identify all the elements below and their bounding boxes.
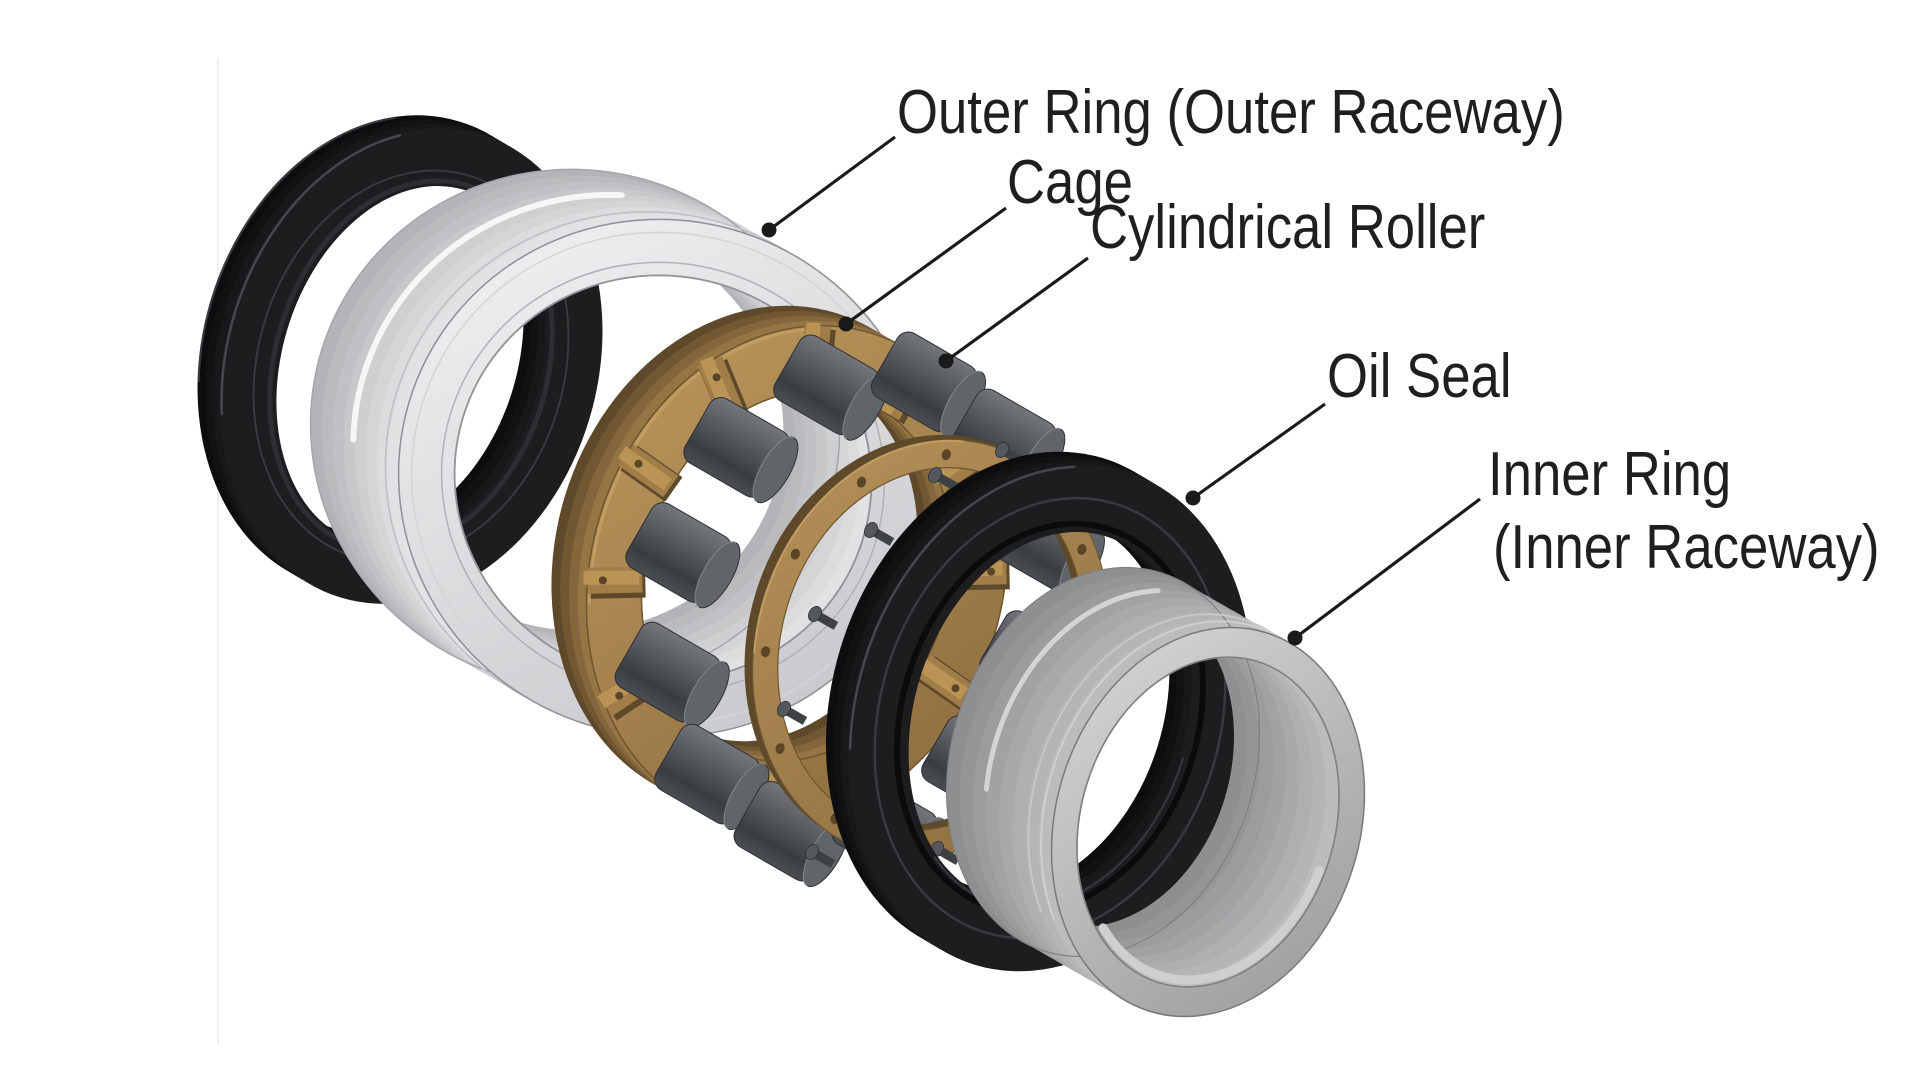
leader-lines	[761, 135, 1481, 646]
roller	[654, 723, 770, 830]
inner-ring-graphic	[945, 566, 1366, 1018]
oil-seal-graphic	[825, 451, 1253, 972]
label-cylindrical-roller: Cylindrical Roller	[1090, 193, 1486, 262]
label-inner-ring-line1: Inner Ring	[1488, 440, 1732, 509]
roller	[625, 502, 741, 609]
label-inner-ring-line2: (Inner Raceway)	[1493, 513, 1880, 582]
rear-seal-graphic	[197, 115, 603, 604]
label-cage: Cage	[1007, 148, 1133, 217]
cage-side-plate-graphic	[744, 434, 1111, 868]
page-edge-line	[217, 58, 219, 1044]
label-outer-ring: Outer Ring (Outer Raceway)	[897, 78, 1565, 147]
label-oil-seal: Oil Seal	[1327, 342, 1512, 411]
roller	[683, 397, 799, 504]
